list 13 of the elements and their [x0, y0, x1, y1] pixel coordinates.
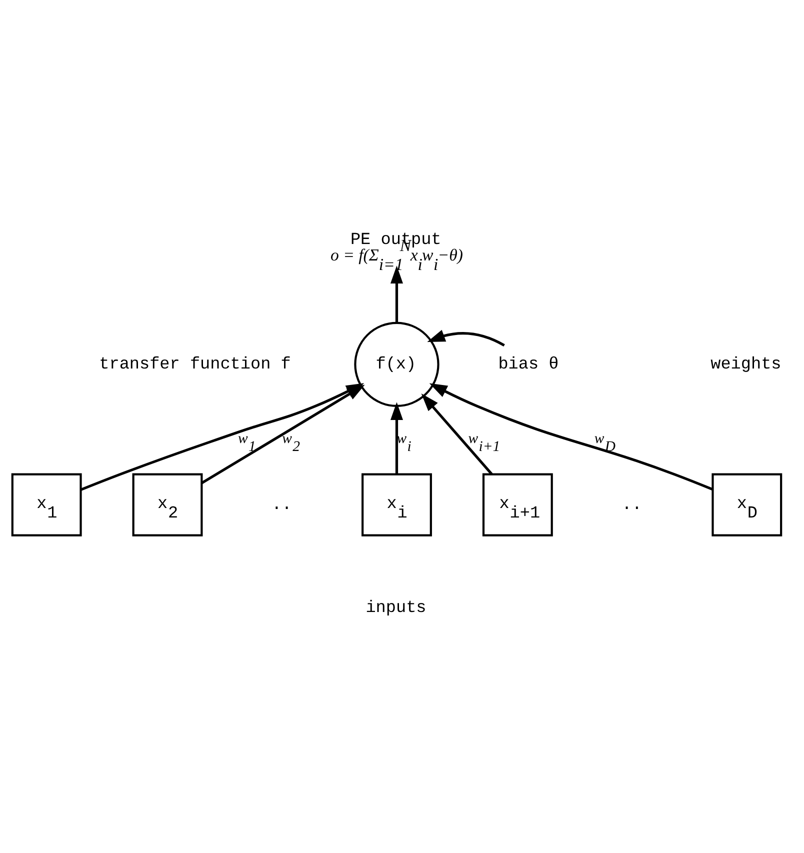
label: .. [622, 495, 642, 514]
arrow [390, 402, 404, 474]
label: .. [272, 495, 292, 514]
arrow [429, 382, 714, 490]
arrow [201, 384, 365, 484]
label: transfer function f [99, 354, 291, 374]
node-circle: f(x) [354, 321, 440, 407]
node-text: bias θ [498, 354, 559, 374]
arrow [421, 393, 493, 474]
arrow [390, 265, 404, 322]
arrow [427, 329, 505, 346]
label: inputs [366, 598, 426, 618]
label: weights [710, 354, 782, 374]
